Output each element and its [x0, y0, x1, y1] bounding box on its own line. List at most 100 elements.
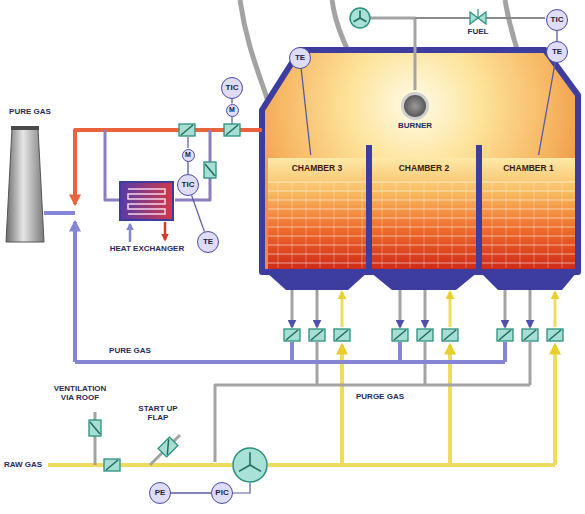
coil-tube — [128, 189, 165, 214]
pipe-label: PURE GAS — [108, 346, 152, 355]
pipe — [150, 435, 180, 465]
bed-layer — [424, 182, 425, 268]
bed-layer — [292, 182, 293, 268]
chamber: CHAMBER 1 — [482, 155, 575, 268]
valve-flap — [226, 125, 238, 135]
valve-flap — [106, 460, 118, 470]
bed-layer — [382, 182, 383, 268]
chamber: CHAMBER 3 — [268, 155, 366, 268]
instrument-tag: TE — [295, 54, 305, 63]
ceramic-bed — [372, 158, 476, 269]
pipe — [504, 290, 507, 327]
instrument-bubble: PIC — [211, 482, 233, 504]
damper-valve — [158, 437, 178, 457]
hopper — [370, 272, 478, 290]
signal-line — [539, 63, 556, 155]
pipe — [316, 290, 319, 327]
pipe-label: PURGE GAS — [355, 392, 405, 401]
valve-body — [204, 162, 216, 178]
pipe — [233, 483, 250, 493]
bed-layer — [268, 227, 366, 228]
fan-blade — [249, 452, 251, 465]
bed-layer — [506, 182, 507, 268]
damper-valve — [89, 420, 101, 436]
fan-blade — [359, 11, 361, 19]
instrument-bubble: TIC — [546, 9, 568, 31]
bed-layer — [410, 182, 411, 268]
bed-layer — [482, 200, 575, 201]
valve-flap — [286, 330, 298, 340]
pipe — [48, 463, 232, 467]
valve-flap — [549, 330, 561, 340]
pipe — [215, 385, 530, 462]
burner: BURNER — [398, 92, 432, 131]
valve-body — [522, 329, 538, 341]
pipe — [164, 222, 167, 240]
pipe — [529, 342, 532, 385]
damper-valve — [497, 329, 513, 341]
instrument-tag: TE — [203, 238, 213, 247]
valve-flap — [419, 330, 431, 340]
bed-layer — [482, 254, 575, 255]
signal-line — [301, 69, 311, 155]
bed-layer — [520, 182, 521, 268]
bed-layer — [268, 200, 366, 201]
signal-line — [231, 99, 232, 104]
pipe — [398, 342, 402, 362]
bed-layer — [482, 227, 575, 228]
pipe — [449, 292, 452, 327]
instrument-tag: TE — [552, 48, 562, 57]
pipe — [187, 137, 188, 148]
instrument-tag: TIC — [182, 181, 195, 190]
bed-layer — [452, 182, 453, 268]
chamber-wall — [366, 145, 372, 272]
bed-layer — [268, 245, 366, 246]
valve-body — [547, 329, 563, 341]
heat-exchanger: HEAT EXCHANGER — [110, 181, 185, 254]
fan-casing — [350, 8, 370, 28]
pipe — [424, 290, 427, 327]
pipe — [44, 211, 75, 215]
pipe — [129, 224, 132, 242]
instrument-bubble: M — [226, 104, 239, 117]
pipe — [529, 290, 532, 327]
bed-layer — [534, 182, 535, 268]
bed-layer — [482, 218, 575, 219]
bed-layer — [482, 209, 575, 210]
valve-flap — [394, 330, 406, 340]
valve-body — [224, 124, 240, 136]
bed-layer — [482, 182, 575, 183]
pipe — [554, 292, 557, 327]
hopper — [480, 272, 577, 290]
pipe-label: RAW GAS — [3, 460, 43, 469]
damper-valve — [309, 329, 325, 341]
valve-flap — [90, 422, 100, 434]
instrument-bubble: TIC — [221, 77, 243, 99]
damper-valve — [392, 329, 408, 341]
instrument-bubble: TE — [197, 231, 219, 253]
damper-valve — [179, 124, 195, 136]
valve-flap — [524, 330, 536, 340]
chamber-label: CHAMBER 2 — [399, 164, 450, 173]
instrument-tag: PE — [155, 489, 166, 498]
pipe — [341, 292, 344, 327]
pipe — [553, 345, 557, 465]
damper-valve — [334, 329, 350, 341]
part-label: HEAT EXCHANGER — [110, 245, 185, 254]
bed-layer — [348, 182, 349, 268]
oxidizer-housing — [262, 50, 578, 272]
valve-body — [179, 124, 195, 136]
damper-valve — [104, 459, 120, 471]
damper-valve — [522, 329, 538, 341]
bed-layer — [268, 236, 366, 237]
chamber-label: CHAMBER 1 — [503, 164, 554, 173]
bed-layer — [548, 182, 549, 268]
bed-layer — [268, 218, 366, 219]
fan-symbol — [350, 8, 370, 28]
pipe — [291, 290, 294, 327]
instrument-tag: PIC — [215, 489, 228, 498]
bed-layer — [482, 191, 575, 192]
